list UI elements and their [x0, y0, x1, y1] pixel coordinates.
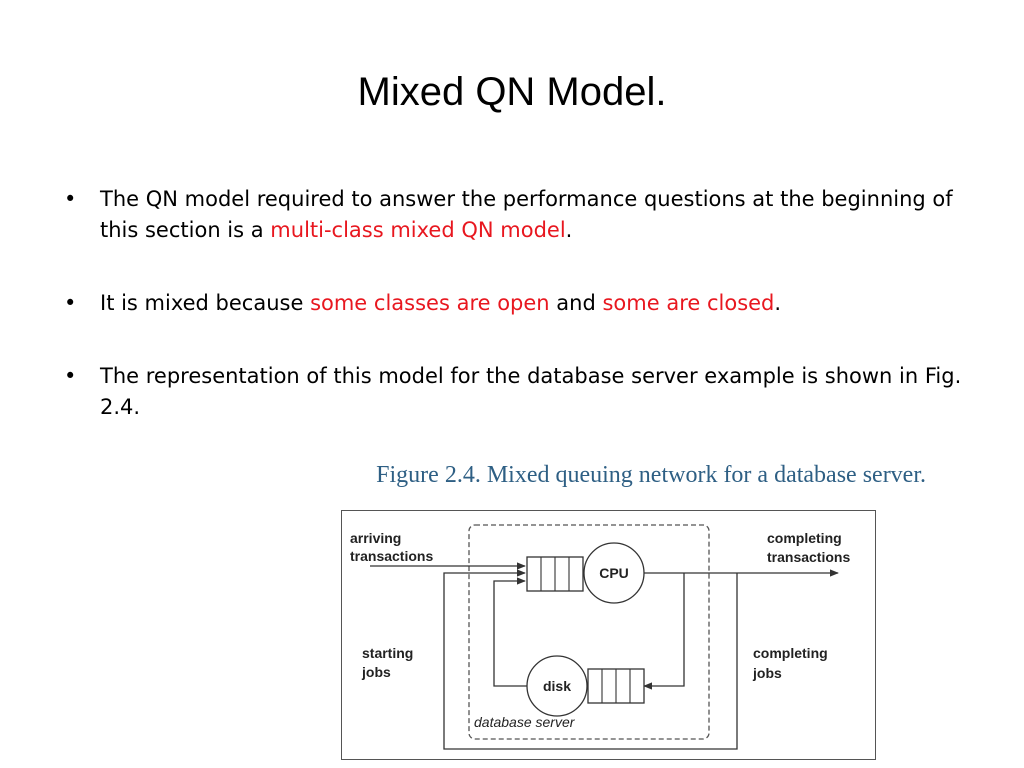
bullet-list: • The QN model required to answer the pe… [64, 184, 964, 465]
bullet-marker: • [64, 364, 77, 388]
queuing-network-diagram: CPU disk arriving transactions completin… [350, 524, 850, 750]
arriving-label: arriving [350, 530, 401, 546]
starting-jobs-label: jobs [361, 664, 391, 680]
database-server-boundary [468, 524, 710, 740]
bullet-text: The QN model required to answer the perf… [100, 187, 953, 242]
bullet-item: • The QN model required to answer the pe… [64, 184, 964, 246]
database-server-label: database server [474, 714, 576, 730]
cpu-to-disk-arrow [643, 573, 685, 690]
completing-jobs-label: jobs [752, 665, 782, 681]
queuing-network-figure: CPU disk arriving transactions completin… [341, 510, 876, 760]
disk-label: disk [543, 678, 571, 694]
bullet-highlight: multi-class mixed QN model [270, 218, 566, 242]
completing-transactions-label: completing [767, 530, 842, 546]
bullet-item: • It is mixed because some classes are o… [64, 288, 964, 319]
bullet-text: The representation of this model for the… [100, 364, 962, 419]
bullet-item: • The representation of this model for t… [64, 361, 964, 423]
bullet-highlight: some are closed [602, 291, 775, 315]
bullet-text: . [565, 218, 573, 242]
bullet-highlight: some classes are open [310, 291, 550, 315]
completing-jobs-label: completing [753, 645, 828, 661]
disk-to-cpu-arrow [493, 577, 527, 687]
figure-caption: Figure 2.4. Mixed queuing network for a … [376, 462, 926, 488]
cpu-label: CPU [599, 565, 629, 581]
disk-server [526, 655, 588, 717]
bullet-text: . [774, 291, 782, 315]
slide-title: Mixed QN Model. [357, 70, 667, 114]
starting-jobs-label: starting [362, 645, 413, 661]
arriving-label: transactions [350, 548, 433, 564]
closed-class-loop [443, 569, 738, 750]
completing-transactions-label: transactions [767, 549, 850, 565]
bullet-text: and [549, 291, 603, 315]
bullet-marker: • [64, 291, 77, 315]
bullet-marker: • [64, 187, 77, 211]
cpu-server [583, 542, 645, 604]
bullet-text: It is mixed because [100, 291, 311, 315]
cpu-queue [526, 556, 584, 592]
disk-queue [587, 668, 645, 704]
